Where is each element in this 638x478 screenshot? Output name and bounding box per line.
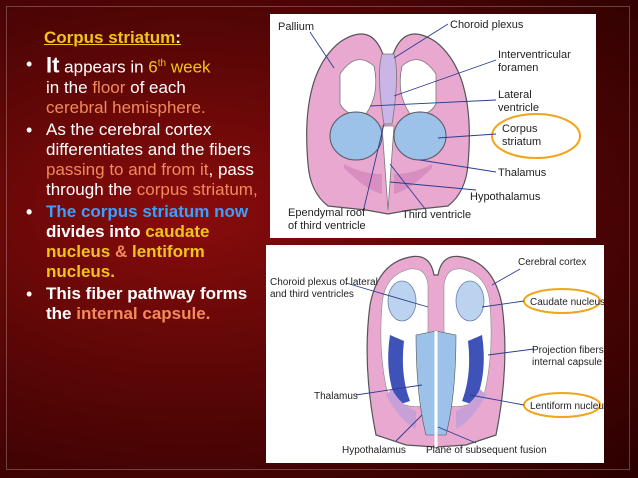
leader-lines [345,268,535,444]
label-thalamus: Thalamus [314,391,358,402]
bullet-1-text: in the [46,77,93,97]
bullet-2: • As the cerebral cortex differentiates … [22,120,262,200]
bullet-3-text: lentiform nucleus. [46,241,205,281]
bullet-3-text: divides into [46,221,146,241]
label-choroid-plexus: Choroid plexus of lateral [270,277,378,288]
bullet-2-text: , pass through the [46,159,254,199]
figure-1-section [306,33,470,215]
bullet-2-text: corpus striatum, [136,179,258,199]
bullet-3-text: & [110,241,132,261]
slide-frame [6,6,630,470]
label-third-ventricle: Third ventricle [402,209,471,221]
label-third-ventricle-roof: of third ventricle [288,220,366,232]
bullet-1: • It appears in 6th week in the floor of… [22,54,262,118]
slide-title: Corpus striatum: [44,28,181,48]
label-hypothalamus: Hypothalamus [342,445,406,456]
bullet-4-text: This fiber pathway forms the [46,283,248,323]
highlight-circle [491,113,581,159]
bullet-3-text: The corpus striatum now [46,201,249,221]
label-striatum: striatum [502,136,541,148]
bullet-1-text: appears in [59,57,149,77]
bullet-3-text: caudate nucleus [46,221,210,261]
label-lateral: Lateral [498,89,532,101]
title-text: Corpus striatum [44,28,176,47]
label-lentiform-nucleus: Lentiform nucleus [530,401,604,412]
label-pallium: Pallium [278,21,314,33]
figure-2-section [366,255,506,448]
label-plane-of-fusion: Plane of subsequent fusion [426,445,547,456]
bullet-2-text: As the cerebral cortex differentiates an… [46,119,251,159]
title-colon: : [175,28,181,47]
label-ventricle: ventricle [498,102,539,114]
figure-1-panel: Pallium Choroid plexus Interventricular … [270,14,596,238]
bullet-1-text: week [166,57,211,77]
figure-2-panel: Cerebral cortex Choroid plexus of latera… [266,245,615,463]
bullet-1-text: 6 [148,57,158,77]
bullet-1-text: of each [125,77,186,97]
bullet-4-text: internal capsule. [76,303,211,323]
bullet-1-sup: th [157,58,167,69]
bullet-1-text: floor [92,77,126,97]
leader-lines [309,23,497,211]
bullet-3: • The corpus striatum now divides into c… [22,202,262,282]
bullet-dot: • [26,119,33,140]
label-choroid-plexus: Choroid plexus [450,19,524,31]
label-caudate-nucleus: Caudate nucleus [530,297,604,308]
bullet-2-text: passing to and from it [46,159,209,179]
label-ependymal-roof: Ependymal roof [288,207,366,219]
bullet-4: • This fiber pathway forms the internal … [22,284,262,324]
bullet-list: • It appears in 6th week in the floor of… [22,54,262,326]
bullet-dot: • [26,283,33,304]
bullet-1-text: cerebral hemisphere. [46,97,206,117]
bullet-dot: • [26,54,33,74]
bullet-1-text: It [46,52,60,78]
figure-1-diagram: Pallium Choroid plexus Interventricular … [278,19,581,232]
figure-2-diagram: Cerebral cortex Choroid plexus of latera… [270,255,615,456]
bullet-dot: • [26,201,33,222]
label-corpus: Corpus [502,123,538,135]
label-thalamus: Thalamus [498,167,547,179]
label-hypothalamus: Hypothalamus [470,191,541,203]
label-internal-capsule: internal capsule [532,357,602,368]
label-foramen: foramen [498,62,538,74]
label-interventricular: Interventricular [498,49,571,61]
label-projection-fibers: Projection fibers of [532,345,604,356]
label-choroid-ventricles: and third ventricles [270,289,354,300]
label-cerebral-cortex: Cerebral cortex [518,257,586,268]
